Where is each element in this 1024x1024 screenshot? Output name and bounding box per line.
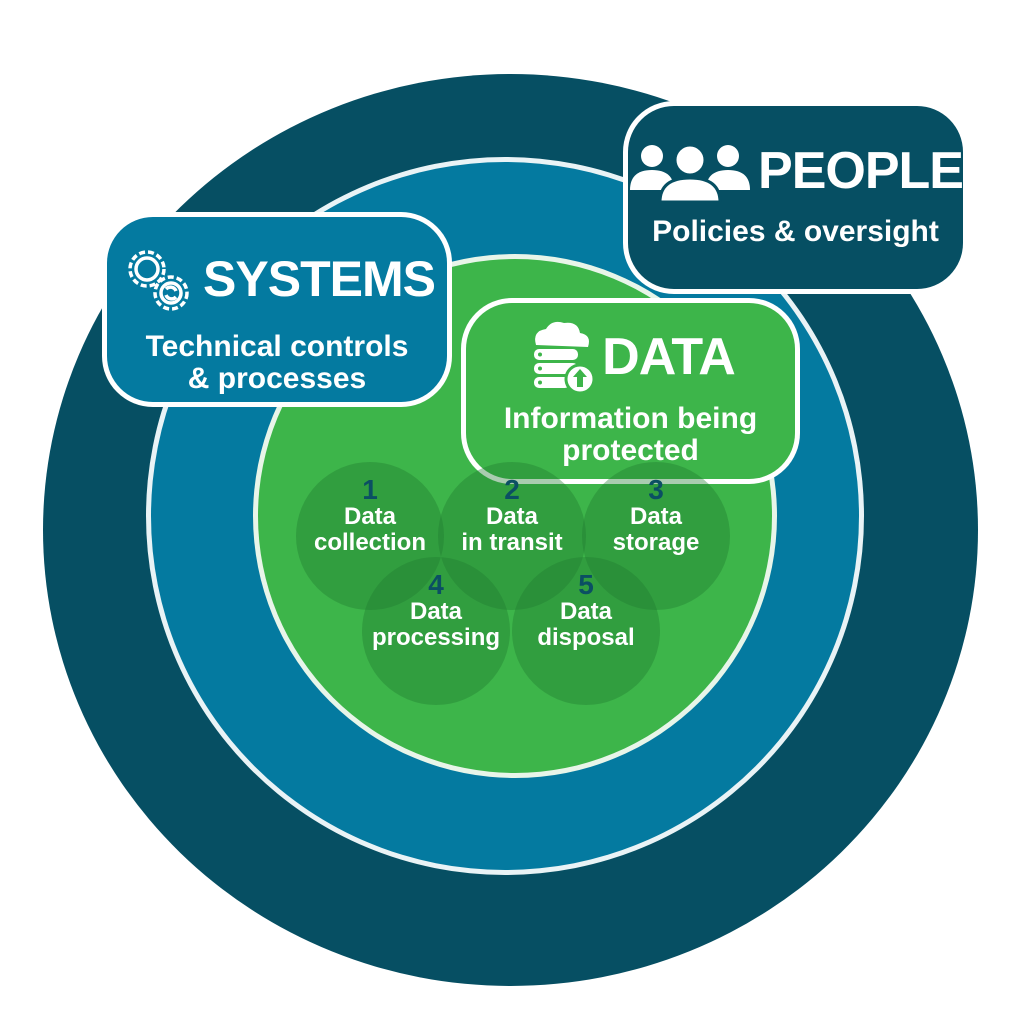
systems-subtitle: Technical controls & processes	[107, 331, 447, 394]
step-label-line2: disposal	[537, 624, 635, 651]
step-number: 4	[428, 569, 444, 600]
systems-subtitle-line1: Technical controls	[145, 330, 409, 363]
step-data-in-transit: 2 Data in transit	[438, 462, 586, 610]
data-title: DATA	[602, 328, 736, 386]
step-label-line2: collection	[313, 529, 427, 556]
data-subtitle-line2: protected	[562, 433, 699, 467]
gears-icon	[128, 250, 189, 311]
step-number: 5	[578, 569, 594, 600]
systems-heading: SYSTEMS	[107, 241, 447, 317]
step-data-disposal: 5 Data disposal	[512, 557, 660, 705]
systems-title: SYSTEMS	[203, 251, 436, 307]
step-data-collection: 1 Data collection	[296, 462, 444, 610]
step-label-line2: in transit	[461, 529, 563, 556]
cloud-database-icon	[534, 321, 596, 395]
data-heading: DATA	[466, 319, 795, 395]
step-label-line1: Data	[343, 503, 397, 530]
step-number: 1	[362, 474, 378, 505]
people-title: PEOPLE	[758, 142, 964, 200]
step-label-line1: Data	[409, 598, 463, 625]
people-group-icon	[630, 143, 751, 202]
step-label-line2: processing	[371, 624, 501, 651]
people-callout: PEOPLE Policies & oversight	[628, 106, 964, 289]
people-heading: PEOPLE	[628, 140, 964, 202]
systems-callout: SYSTEMS Technical controls & processes	[107, 217, 447, 402]
step-number: 2	[504, 474, 520, 505]
data-subtitle-line1: Information being	[503, 402, 758, 435]
step-label-line1: Data	[559, 598, 613, 625]
systems-subtitle-line2: & processes	[187, 361, 367, 395]
step-label-line1: Data	[629, 503, 683, 530]
step-label-line2: storage	[612, 529, 700, 556]
data-callout: DATA Information being protected	[466, 303, 795, 479]
step-label-line1: Data	[485, 503, 539, 530]
step-data-storage: 3 Data storage	[582, 462, 730, 610]
step-data-processing: 4 Data processing	[362, 557, 510, 705]
people-subtitle: Policies & oversight	[652, 215, 939, 248]
step-number: 3	[648, 474, 664, 505]
data-subtitle: Information being protected	[466, 403, 795, 466]
